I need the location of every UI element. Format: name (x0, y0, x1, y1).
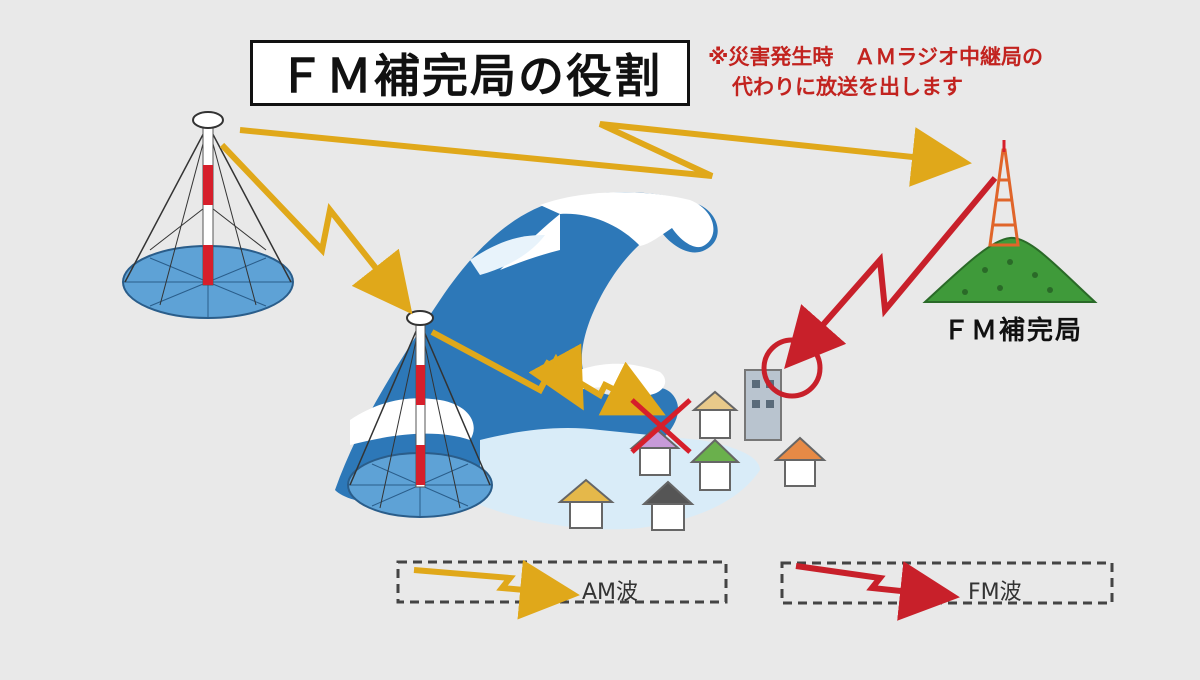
disaster-note: ※災害発生時 ＡＭラジオ中継局の 代わりに放送を出します (708, 42, 1128, 102)
page-title: ＦＭ補完局の役割 (278, 49, 662, 103)
blocked-signal-x (630, 398, 692, 454)
am-wave-arrow (239, 121, 972, 187)
am-wave-arrows (219, 121, 972, 416)
am-wave-arrow (219, 142, 413, 315)
house-icon (689, 438, 741, 491)
legend-am-arrow-icon (413, 559, 580, 620)
house-icon (691, 390, 739, 439)
legend-fm-label: FM波 (968, 580, 1022, 605)
note-line-1: ※災害発生時 ＡＭラジオ中継局の (708, 45, 1043, 69)
fm-wave-arrow (761, 176, 998, 399)
legend (396, 559, 1114, 621)
legend-fm-arrow-icon (795, 561, 960, 621)
house-icon (773, 436, 827, 487)
house-icon (557, 478, 615, 529)
house-icon (641, 480, 695, 531)
am-wave-arrow (543, 359, 666, 416)
legend-am-label: AM波 (582, 580, 639, 605)
am-antenna-relay (347, 310, 493, 518)
houses-group (557, 369, 827, 531)
fm-station-label: ＦＭ補完局 (942, 316, 1083, 346)
page-title-box: ＦＭ補完局の役割 (250, 40, 690, 106)
building-icon (744, 369, 782, 441)
note-line-2: 代わりに放送を出します (732, 75, 963, 99)
fm-relay-station-illustration (922, 140, 1098, 303)
am-antenna-main (122, 111, 294, 319)
am-wave-arrow (430, 329, 584, 411)
